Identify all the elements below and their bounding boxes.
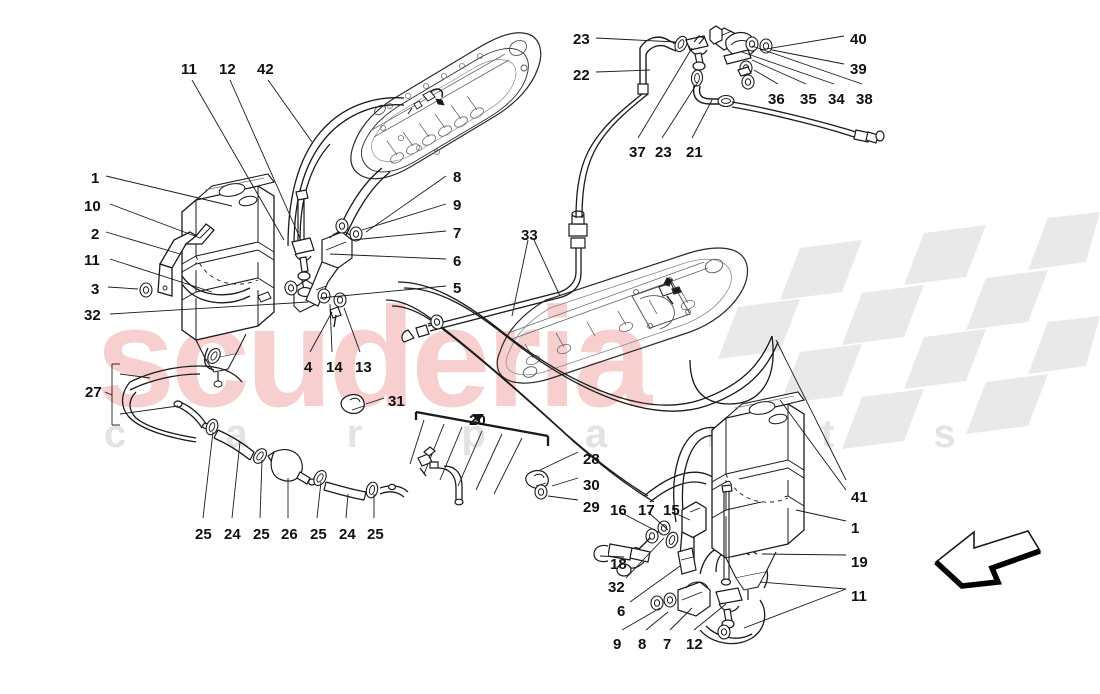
callout-1: 1 — [91, 170, 100, 187]
callout-12: 12 — [219, 61, 236, 78]
cam-cover-lower — [496, 247, 749, 384]
callout-37: 37 — [629, 144, 646, 161]
callout-9: 9 — [613, 636, 622, 653]
callout-16: 16 — [610, 502, 627, 519]
purge-valve-cluster-left — [203, 189, 363, 371]
callout-19: 19 — [851, 554, 868, 571]
callout-20: 20 — [469, 412, 486, 429]
callout-27: 27 — [85, 384, 102, 401]
callout-11: 11 — [181, 61, 197, 78]
callout-36: 36 — [768, 91, 785, 108]
callout-28: 28 — [583, 451, 600, 468]
charcoal-canister-right — [679, 391, 805, 600]
callout-24: 24 — [224, 526, 241, 543]
callout-42: 42 — [257, 61, 274, 78]
callout-1: 1 — [851, 520, 860, 537]
callout-33: 33 — [521, 227, 538, 244]
purge-valve-cluster-right — [593, 484, 743, 641]
callout-6: 6 — [617, 603, 626, 620]
callout-35: 35 — [800, 91, 817, 108]
hose-chain-lower-left — [121, 365, 409, 501]
callout-6: 6 — [453, 253, 462, 270]
callout-38: 38 — [856, 91, 873, 108]
callout-15: 15 — [663, 502, 680, 519]
hose-fitting-on-cover — [658, 277, 682, 305]
callout-25: 25 — [253, 526, 270, 543]
callout-11: 11 — [84, 252, 100, 269]
callout-30: 30 — [583, 477, 600, 494]
callout-11: 11 — [851, 588, 867, 605]
vent-line-group-20 — [409, 410, 550, 506]
callout-26: 26 — [281, 526, 298, 543]
callout-34: 34 — [828, 91, 845, 108]
checkered-flag-icon — [718, 212, 1100, 449]
callout-12: 12 — [686, 636, 703, 653]
hose-clip-31 — [340, 393, 365, 415]
callout-leader-lines — [104, 35, 863, 631]
callout-24: 24 — [339, 526, 356, 543]
callout-8: 8 — [453, 169, 462, 186]
callout-14: 14 — [326, 359, 343, 376]
callout-4: 4 — [304, 359, 313, 376]
callout-40: 40 — [850, 31, 867, 48]
callout-7: 7 — [453, 225, 462, 242]
callout-22: 22 — [573, 67, 590, 84]
callout-18: 18 — [610, 556, 627, 573]
callout-8: 8 — [638, 636, 647, 653]
callout-5: 5 — [453, 280, 462, 297]
callout-9: 9 — [453, 197, 462, 214]
callout-32: 32 — [608, 579, 625, 596]
callout-21: 21 — [686, 144, 703, 161]
callout-10: 10 — [84, 198, 101, 215]
callout-41: 41 — [851, 489, 868, 506]
callout-29: 29 — [583, 499, 600, 516]
rigid-pipe-33 — [401, 210, 588, 343]
callout-13: 13 — [355, 359, 372, 376]
callout-25: 25 — [310, 526, 327, 543]
charcoal-canister-left — [139, 173, 317, 388]
fuel-filler-valve-assembly — [575, 25, 885, 219]
callout-3: 3 — [91, 281, 100, 298]
callout-23: 23 — [573, 31, 590, 48]
callout-25: 25 — [367, 526, 384, 543]
callout-25: 25 — [195, 526, 212, 543]
callout-23: 23 — [655, 144, 672, 161]
callout-17: 17 — [638, 502, 655, 519]
callout-32: 32 — [84, 307, 101, 324]
cam-cover-upper — [350, 32, 542, 180]
watermark-tagline-text: c a r p a r t s — [104, 412, 1000, 456]
callout-2: 2 — [91, 226, 100, 243]
callout-31: 31 — [388, 393, 405, 410]
direction-arrow-icon — [934, 530, 1042, 589]
callout-7: 7 — [663, 636, 672, 653]
callout-39: 39 — [850, 61, 867, 78]
